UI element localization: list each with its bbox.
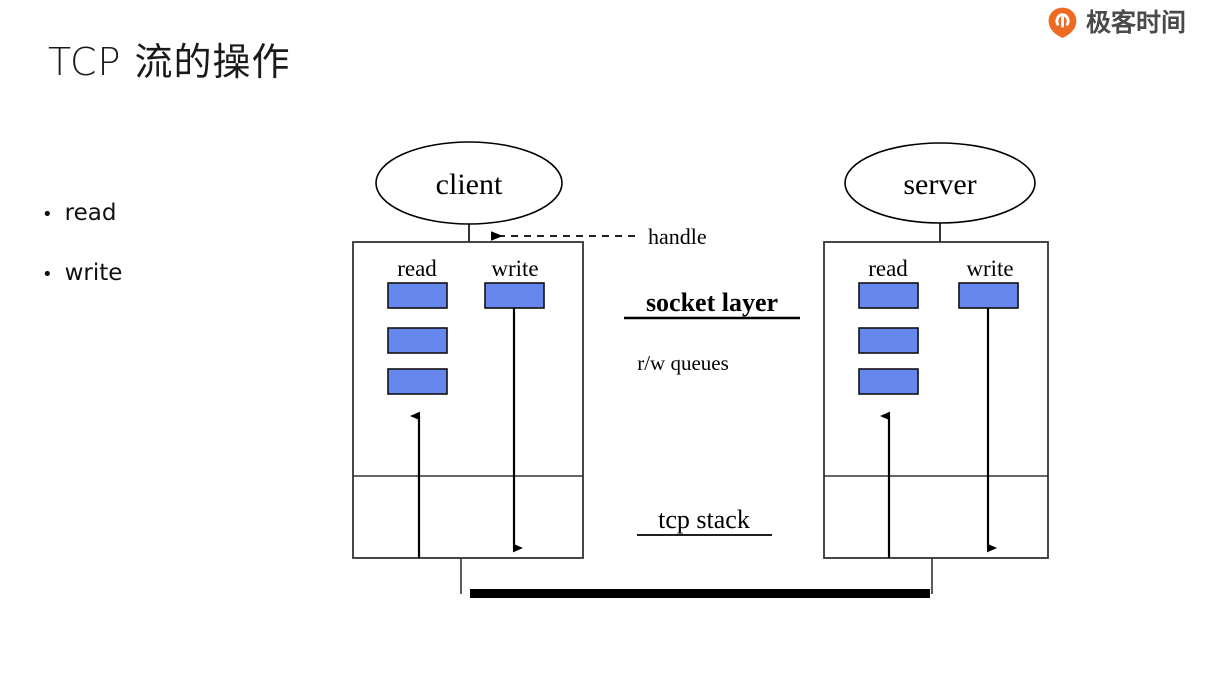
server-read-label: read — [868, 256, 908, 281]
bullet-marker-icon: • — [42, 204, 53, 225]
server-host-box — [823, 241, 1049, 559]
client-host-group: client read write — [352, 141, 584, 594]
list-item: • write — [42, 260, 272, 286]
client-write-label: write — [491, 256, 538, 281]
bullet-marker-icon: • — [42, 264, 53, 285]
handle-annotation-group: handle — [491, 224, 707, 249]
client-host-box — [352, 241, 584, 559]
handle-label: handle — [648, 224, 707, 249]
server-read-queue-slot — [858, 282, 919, 309]
bullet-list: • read • write — [42, 200, 272, 320]
client-node-label: client — [436, 168, 503, 201]
page-title: TCP 流的操作 — [48, 40, 291, 84]
client-write-queue-slot — [484, 282, 545, 309]
server-write-label: write — [966, 256, 1013, 281]
socket-layer-label: socket layer — [646, 288, 778, 317]
brand-name: 极客时间 — [1086, 8, 1187, 37]
list-item: • read — [42, 200, 272, 226]
rw-queues-label: r/w queues — [637, 351, 729, 375]
brand-logo: 极客时间 — [1046, 6, 1186, 39]
client-read-queue-slot — [387, 327, 448, 354]
network-bus-line — [470, 589, 930, 598]
geek-time-pin-icon — [1046, 6, 1079, 39]
server-read-queue-slot — [858, 368, 919, 395]
server-write-queue-slot — [958, 282, 1019, 309]
center-annotations-group: socket layer r/w queues tcp stack — [624, 288, 800, 536]
bullet-label: read — [64, 200, 117, 226]
server-host-group: server read write — [823, 142, 1049, 594]
client-read-queue-slot — [387, 282, 448, 309]
client-read-label: read — [397, 256, 437, 281]
bullet-label: write — [64, 260, 123, 286]
tcp-stack-label: tcp stack — [658, 505, 750, 534]
server-node-label: server — [903, 168, 976, 201]
server-read-queue-slot — [858, 327, 919, 354]
client-read-queue-slot — [387, 368, 448, 395]
